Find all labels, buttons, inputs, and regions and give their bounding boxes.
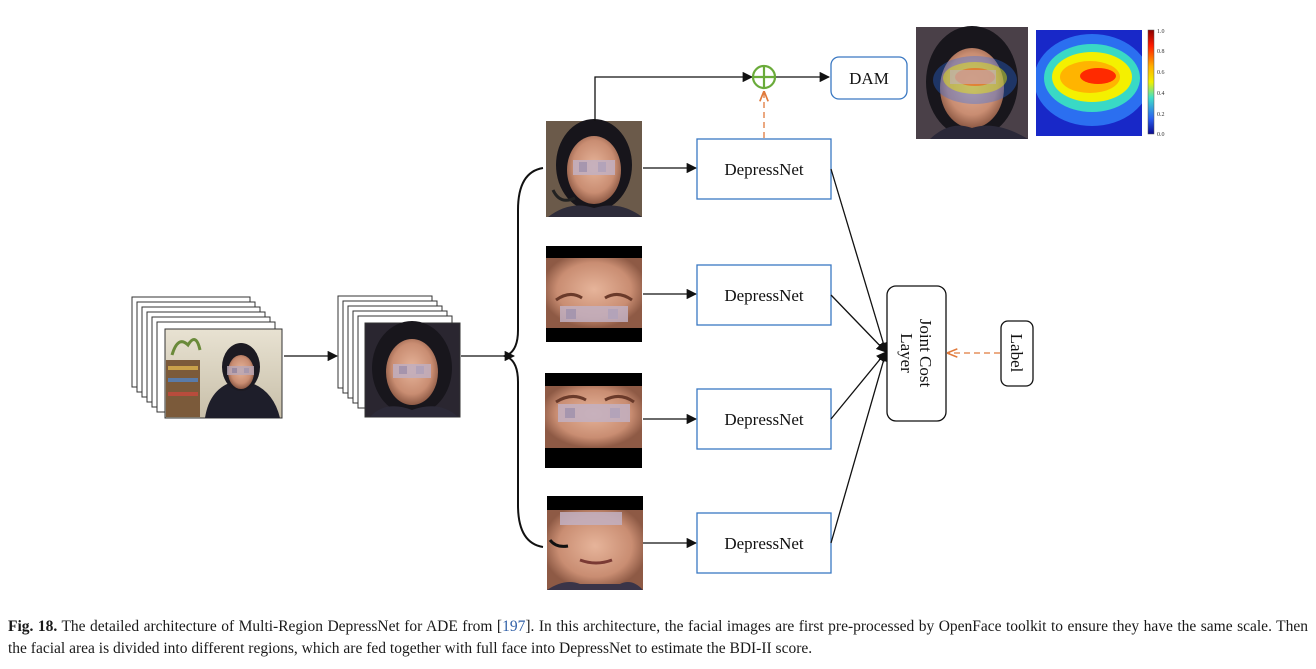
- depressnet-label-2: DepressNet: [724, 286, 804, 305]
- mouth-region-crop: [547, 496, 643, 590]
- colorbar-tick-6: 0.0: [1157, 132, 1165, 138]
- joint-cost-label-line2: Layer: [897, 333, 916, 373]
- region-brace: [501, 167, 544, 548]
- colorbar-tick-4: 0.4: [1157, 91, 1165, 97]
- aligned-face-front: [364, 321, 461, 418]
- joint-cost-label-line1: Joint Cost: [916, 319, 935, 388]
- citation-link[interactable]: 197: [502, 618, 526, 635]
- joint-cost-layer-box: Joint Cost Layer: [886, 285, 947, 422]
- dam-box: DAM: [830, 56, 908, 100]
- colorbar-tick-2: 0.8: [1157, 49, 1165, 55]
- heatmap-colorbar: 1.0 0.8 0.6 0.4 0.2 0.0: [1147, 29, 1165, 138]
- depressnet-box-3: DepressNet: [696, 388, 832, 450]
- colorbar-tick-1: 1.0: [1157, 29, 1165, 35]
- depressnet-label-1: DepressNet: [724, 160, 804, 179]
- plus-node-icon: [751, 64, 777, 90]
- figure-caption: Fig. 18. The detailed architecture of Mu…: [8, 616, 1308, 660]
- label-text: Label: [1007, 334, 1026, 373]
- eyes-region-crop: [546, 246, 642, 342]
- depressnet-box-4: DepressNet: [696, 512, 832, 574]
- depressnet-label-3: DepressNet: [724, 410, 804, 429]
- colorbar-tick-3: 0.6: [1157, 70, 1165, 76]
- brow-region-crop: [545, 373, 642, 468]
- aligned-face-stack: [337, 295, 461, 418]
- raw-frame-stack: [131, 296, 283, 419]
- dam-label: DAM: [849, 69, 889, 88]
- attention-overlay-image: [916, 26, 1028, 139]
- depressnet-box-2: DepressNet: [696, 264, 832, 326]
- full-face-crop: [546, 119, 642, 217]
- attention-heatmap: [1036, 30, 1142, 136]
- depressnet-box-1: DepressNet: [696, 138, 832, 200]
- figure-number: Fig. 18.: [8, 618, 58, 635]
- caption-text-end: ]. In this architecture, the facial imag…: [8, 618, 1308, 657]
- colorbar-tick-5: 0.2: [1157, 112, 1165, 118]
- architecture-diagram: DepressNet DepressNet DepressNet Depress…: [131, 26, 1165, 590]
- caption-text-start: The detailed architecture of Multi-Regio…: [57, 618, 503, 635]
- label-box: Label: [1000, 320, 1034, 387]
- depressnet-label-4: DepressNet: [724, 534, 804, 553]
- raw-frame-front: [164, 328, 283, 419]
